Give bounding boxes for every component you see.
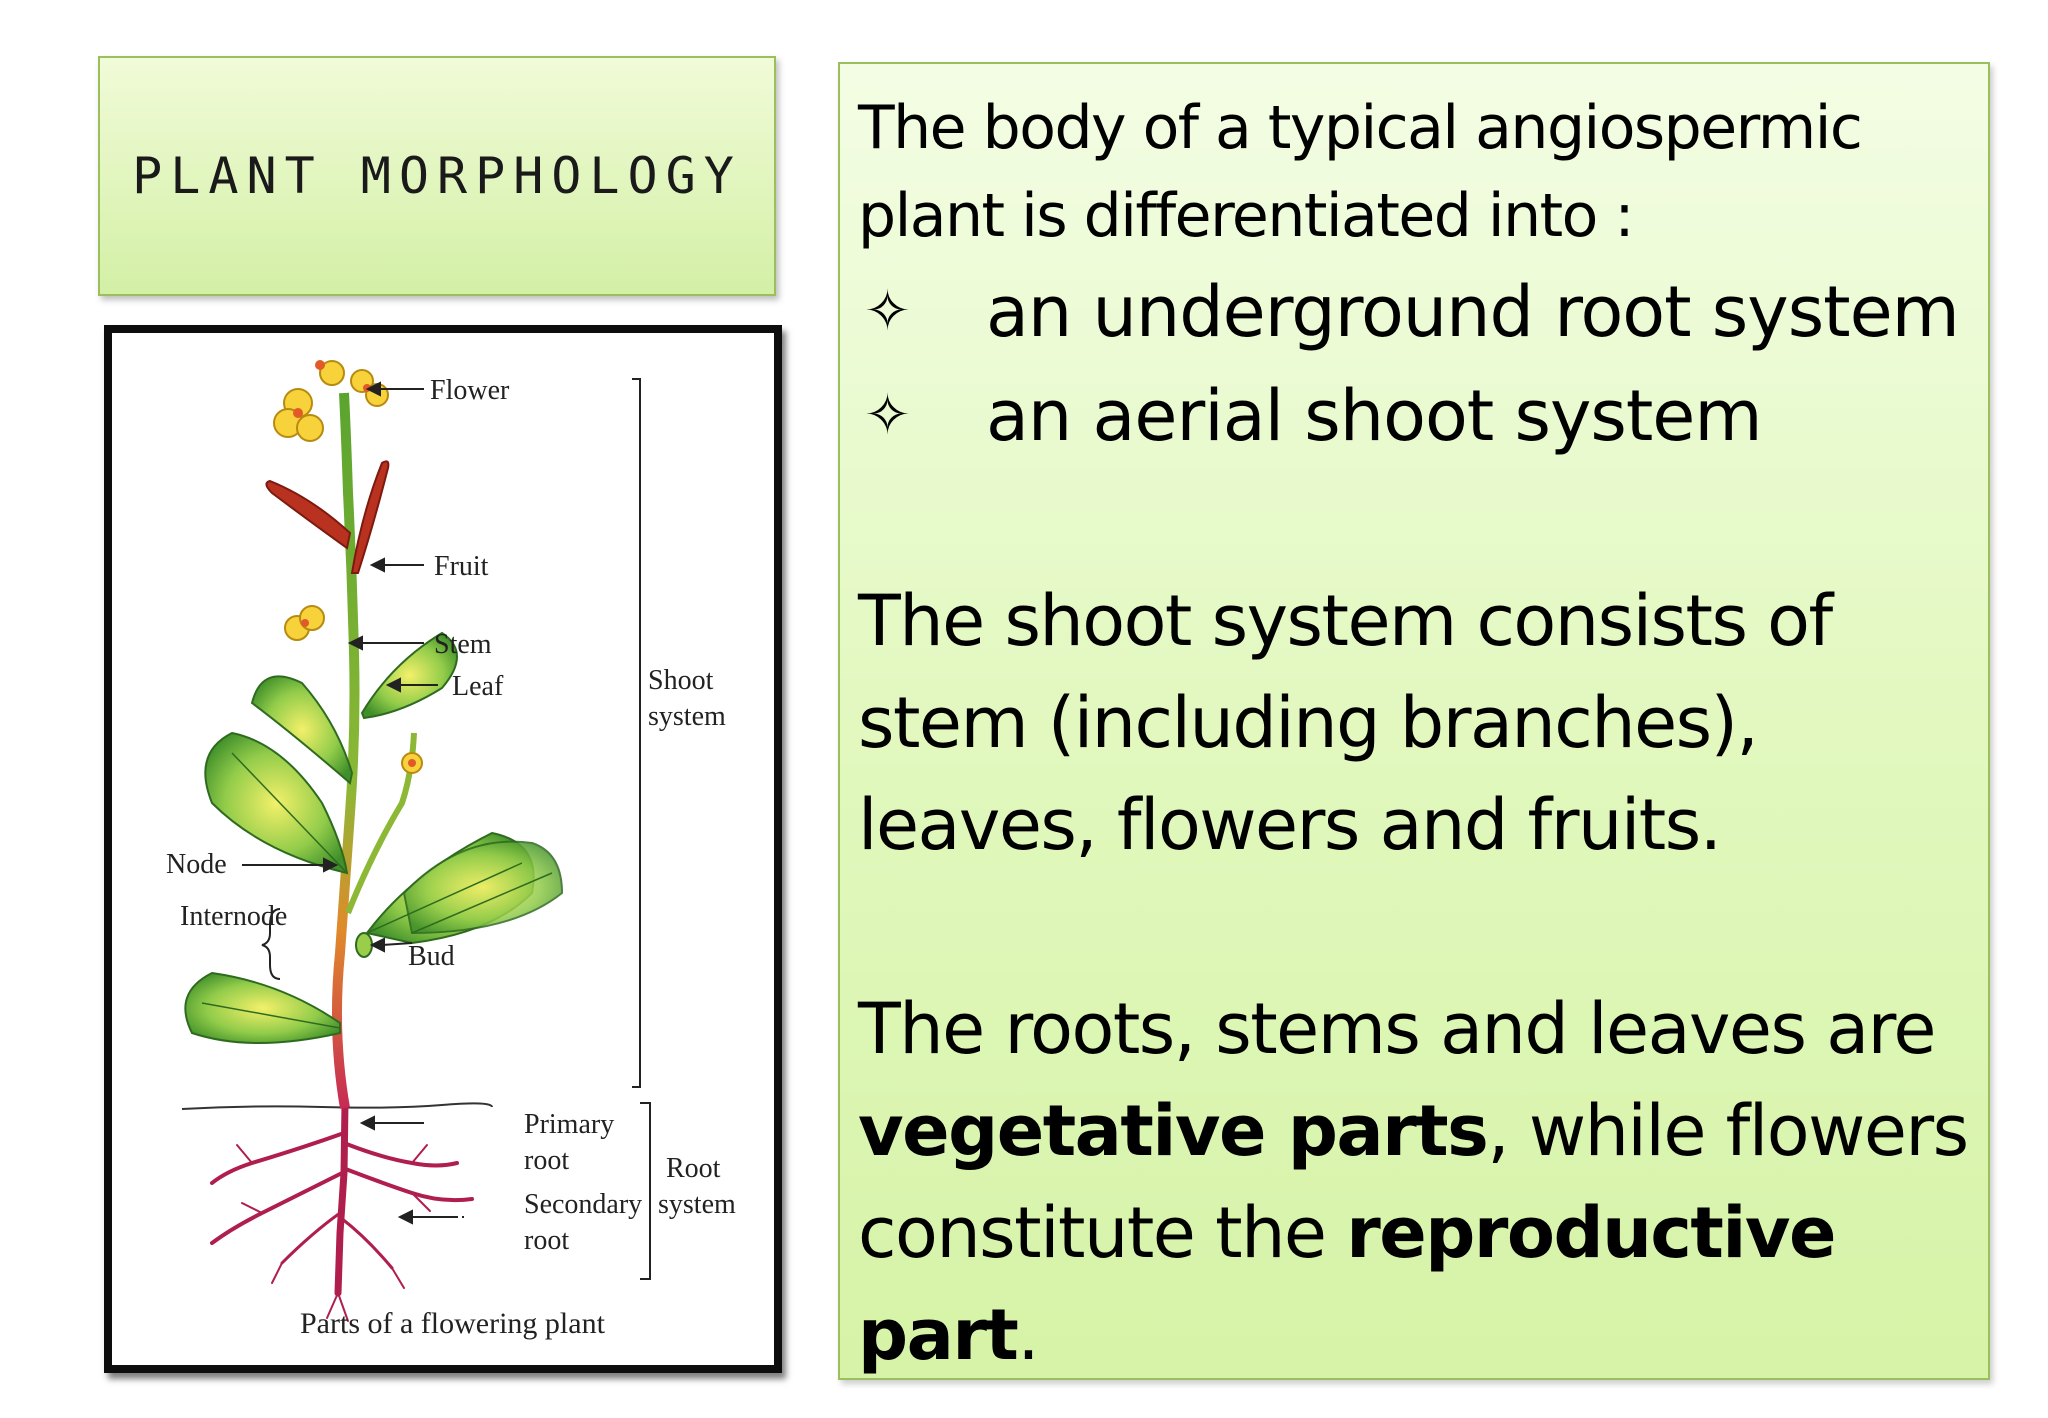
vegetative-parts-bold: vegetative parts [858, 1090, 1489, 1172]
title-box: PLANT MORPHOLOGY [98, 56, 776, 296]
main-stem [331, 392, 360, 1109]
label-shoot-system-2: system [648, 701, 726, 732]
label-primary-root-2: root [524, 1145, 569, 1176]
label-fruit: Fruit [434, 551, 489, 582]
parts-paragraph: The roots, stems and leaves are vegetati… [858, 978, 1970, 1386]
label-root-system-2: system [658, 1189, 736, 1220]
bullet-text: an underground root system [986, 271, 1960, 353]
label-node: Node [166, 849, 227, 880]
intro-text: The body of a typical angiospermic plant… [858, 93, 1863, 251]
slide-title: PLANT MORPHOLOGY [132, 147, 742, 205]
label-shoot-system-1: Shoot [648, 665, 714, 696]
ground-line [181, 1102, 493, 1110]
leaves-drawing [184, 631, 564, 1044]
label-stem: Stem [434, 629, 492, 660]
label-secondary-root-1: Secondary [524, 1189, 642, 1220]
parts-text-1: The roots, stems and leaves are [858, 988, 1936, 1070]
figure-caption: Parts of a flowering plant [300, 1307, 606, 1340]
label-internode: Internode [180, 901, 287, 932]
root-system-drawing [210, 1099, 474, 1322]
bullet-list: ✧ an underground root system ✧ an aerial… [858, 260, 1970, 468]
label-bud: Bud [408, 941, 455, 972]
label-root-system-1: Root [666, 1153, 721, 1184]
bullet-text: an aerial shoot system [986, 375, 1763, 457]
parts-text-2: , while flowers constitute the [858, 1090, 1969, 1274]
label-primary-root-1: Primary [524, 1109, 614, 1140]
label-flower: Flower [430, 375, 510, 406]
bullet-item: ✧ an underground root system [858, 260, 1970, 364]
label-secondary-root-2: root [524, 1225, 569, 1256]
system-brackets [261, 378, 651, 1280]
bullet-item: ✧ an aerial shoot system [858, 364, 1970, 468]
fruits-drawing [265, 460, 390, 574]
label-leaf: Leaf [452, 671, 504, 702]
shoot-system-paragraph: The shoot system consists of stem (inclu… [858, 580, 1833, 866]
reproductive-part-bold: reproductive part [858, 1192, 1836, 1376]
four-point-star-icon: ✧ [864, 279, 911, 344]
plant-diagram: Flower Fruit Stem Leaf Shoot system Node… [166, 360, 736, 1340]
plant-figure: Flower Fruit Stem Leaf Shoot system Node… [104, 325, 782, 1373]
label-arrows [242, 381, 464, 1225]
parts-text-3: . [1017, 1294, 1039, 1376]
bud-drawing [355, 932, 373, 958]
content-box: The body of a typical angiospermic plant… [838, 62, 1990, 1380]
four-point-star-icon: ✧ [864, 383, 911, 448]
